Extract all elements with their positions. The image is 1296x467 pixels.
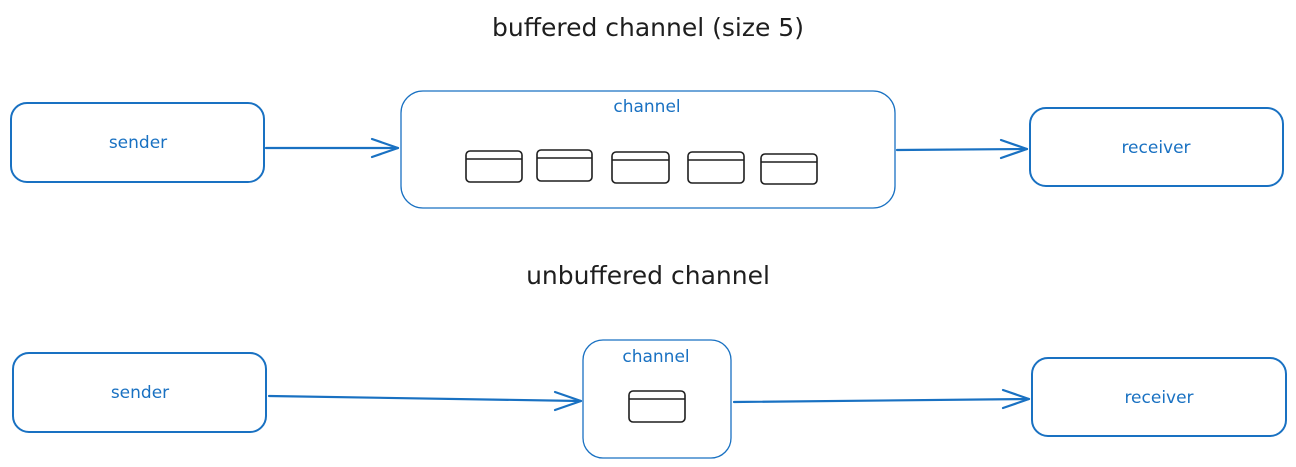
buffered-sender-label: sender	[109, 133, 167, 153]
buffered-channel-box	[400, 90, 896, 209]
buffered-channel-to-receiver-arrow	[895, 138, 1029, 160]
unbuffered-sender-box	[12, 352, 267, 433]
buffered-sender-to-channel-arrow	[264, 137, 400, 159]
buffer-slot-1	[465, 150, 523, 183]
unbuffered-section: unbuffered channel sender channel receiv…	[12, 261, 1287, 459]
buffered-receiver-box	[1029, 107, 1284, 187]
unbuffered-slot	[628, 390, 686, 423]
buffered-sender-box	[10, 102, 265, 183]
unbuffered-receiver-box	[1031, 357, 1287, 437]
buffered-channel-label: channel	[613, 97, 680, 117]
buffered-receiver-node: receiver	[1029, 107, 1284, 187]
buffer-slot-4	[687, 151, 745, 184]
unbuffered-receiver-node: receiver	[1031, 357, 1287, 437]
buffered-receiver-label: receiver	[1121, 138, 1190, 158]
buffered-section: buffered channel (size 5) sender channel	[10, 13, 1284, 209]
buffered-sender-node: sender	[10, 102, 265, 183]
buffer-slot-2	[536, 149, 593, 182]
unbuffered-sender-node: sender	[12, 352, 267, 433]
buffer-slots	[465, 149, 818, 185]
unbuffered-channel-node: channel	[582, 339, 732, 459]
unbuffered-receiver-label: receiver	[1124, 388, 1193, 408]
unbuffered-title: unbuffered channel	[526, 261, 770, 290]
unbuffered-sender-to-channel-arrow	[267, 390, 583, 412]
buffer-slot-5	[760, 153, 818, 185]
unbuffered-channel-to-receiver-arrow	[732, 388, 1031, 410]
buffer-slot-3	[611, 151, 670, 184]
unbuffered-channel-box	[582, 339, 732, 459]
buffered-title: buffered channel (size 5)	[492, 13, 804, 42]
buffered-channel-node: channel	[400, 90, 896, 209]
unbuffered-sender-label: sender	[111, 383, 169, 403]
unbuffered-channel-label: channel	[622, 347, 689, 367]
